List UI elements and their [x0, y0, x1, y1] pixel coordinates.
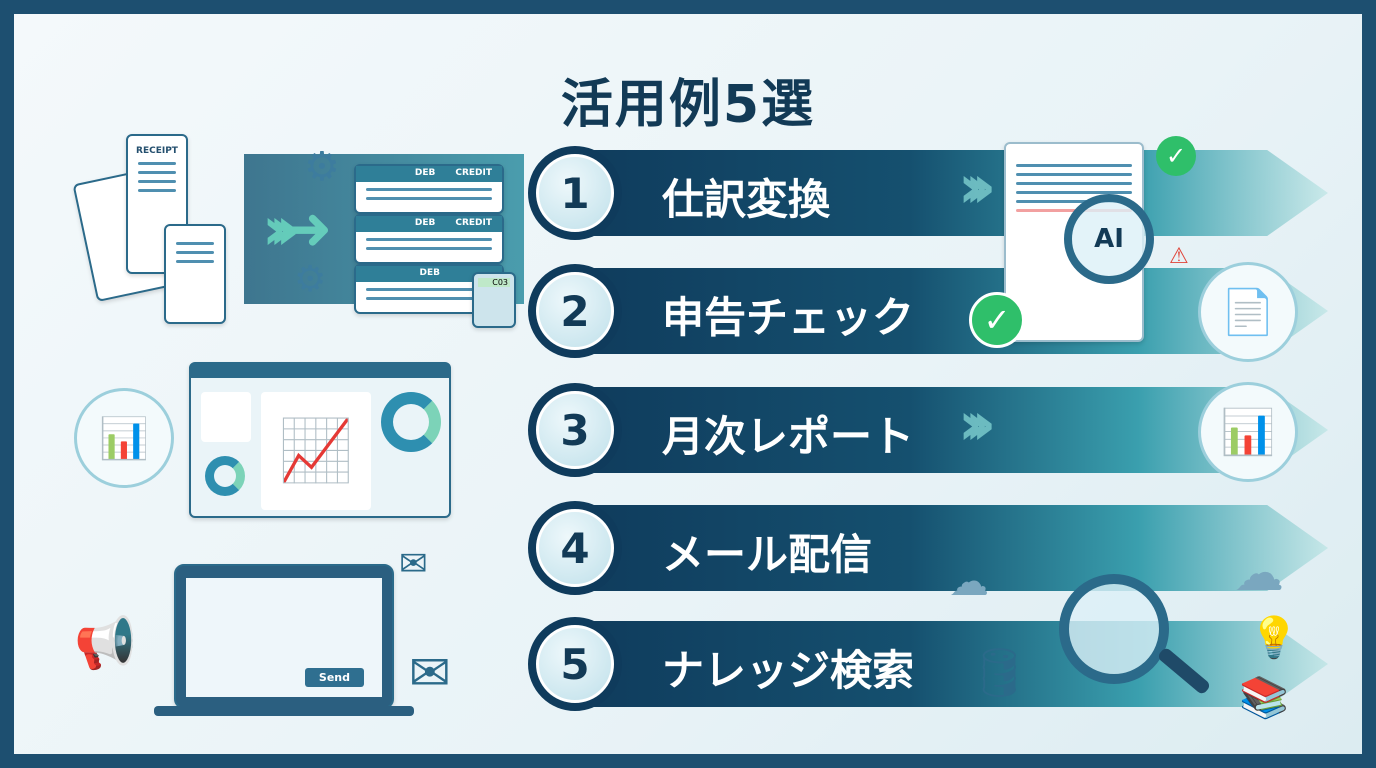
receipt: [164, 224, 226, 324]
credit-header: CREDIT: [455, 218, 492, 228]
cloud-upload-icon: ☁: [949, 559, 989, 605]
envelope-icon: ✉: [399, 544, 428, 584]
item-number: 5: [536, 625, 614, 703]
report-analysis-icon: 📊: [1198, 382, 1298, 482]
laptop: Send: [174, 564, 394, 709]
calculator-icon: C03: [472, 272, 516, 328]
bar-chart-icon: 📊: [74, 388, 174, 488]
use-case-5: 5 ナレッジ検索: [528, 617, 1328, 711]
lightbulb-icon: 💡: [1249, 615, 1299, 661]
magnifier-ai-icon: AI: [1064, 194, 1154, 284]
gear-icon: ⚙: [304, 144, 340, 190]
donut-chart: [381, 392, 441, 452]
calculator-display: C03: [478, 278, 510, 287]
trend-chart: 📈: [261, 392, 371, 510]
certificate-icon: 📄: [1198, 262, 1298, 362]
ai-label: AI: [1094, 224, 1124, 254]
item-number: 4: [536, 509, 614, 587]
item-label: 申告チェック: [662, 293, 915, 342]
books-icon: 📚: [1239, 675, 1289, 721]
warning-icon: ⚠: [1169, 244, 1189, 269]
item-label: 月次レポート: [662, 412, 915, 461]
use-case-4: 4 メール配信: [528, 501, 1328, 595]
item-number: 1: [536, 154, 614, 232]
check-icon: ✓: [969, 292, 1025, 348]
journal-table: DEB CREDIT: [354, 164, 504, 214]
gear-icon: ⚙: [294, 259, 327, 300]
debit-header: DEB: [414, 168, 436, 178]
donut-chart: [205, 456, 245, 496]
arrow-icon: ›››➜: [262, 194, 333, 264]
receipt-label: RECEIPT: [136, 146, 178, 156]
item-number: 3: [536, 391, 614, 469]
debit-header: DEB: [419, 268, 440, 278]
infographic: 活用例5選 RECEIPT ›››➜ ⚙ ⚙ DEB CREDIT DEB CRED…: [14, 14, 1362, 754]
send-button: Send: [304, 668, 364, 687]
check-icon: ✓: [1156, 136, 1196, 176]
page-title: 活用例5選: [560, 75, 816, 135]
item-label: 仕訳変換: [662, 175, 831, 224]
debit-header: DEB: [414, 218, 436, 228]
credit-header: CREDIT: [455, 168, 492, 178]
database-icon: 🛢: [969, 645, 1030, 701]
cloud-database-icon: ☁: [1234, 544, 1284, 602]
knowledge-search-magnifier-icon: [1059, 574, 1169, 684]
megaphone-icon: 📢: [74, 614, 137, 672]
item-label: ナレッジ検索: [662, 646, 915, 695]
envelope-icon: ✉: [409, 644, 451, 702]
journal-table: DEB CREDIT: [354, 214, 504, 264]
item-label: メール配信: [662, 530, 873, 579]
dashboard-window: 📈: [189, 362, 451, 518]
item-number: 2: [536, 272, 614, 350]
